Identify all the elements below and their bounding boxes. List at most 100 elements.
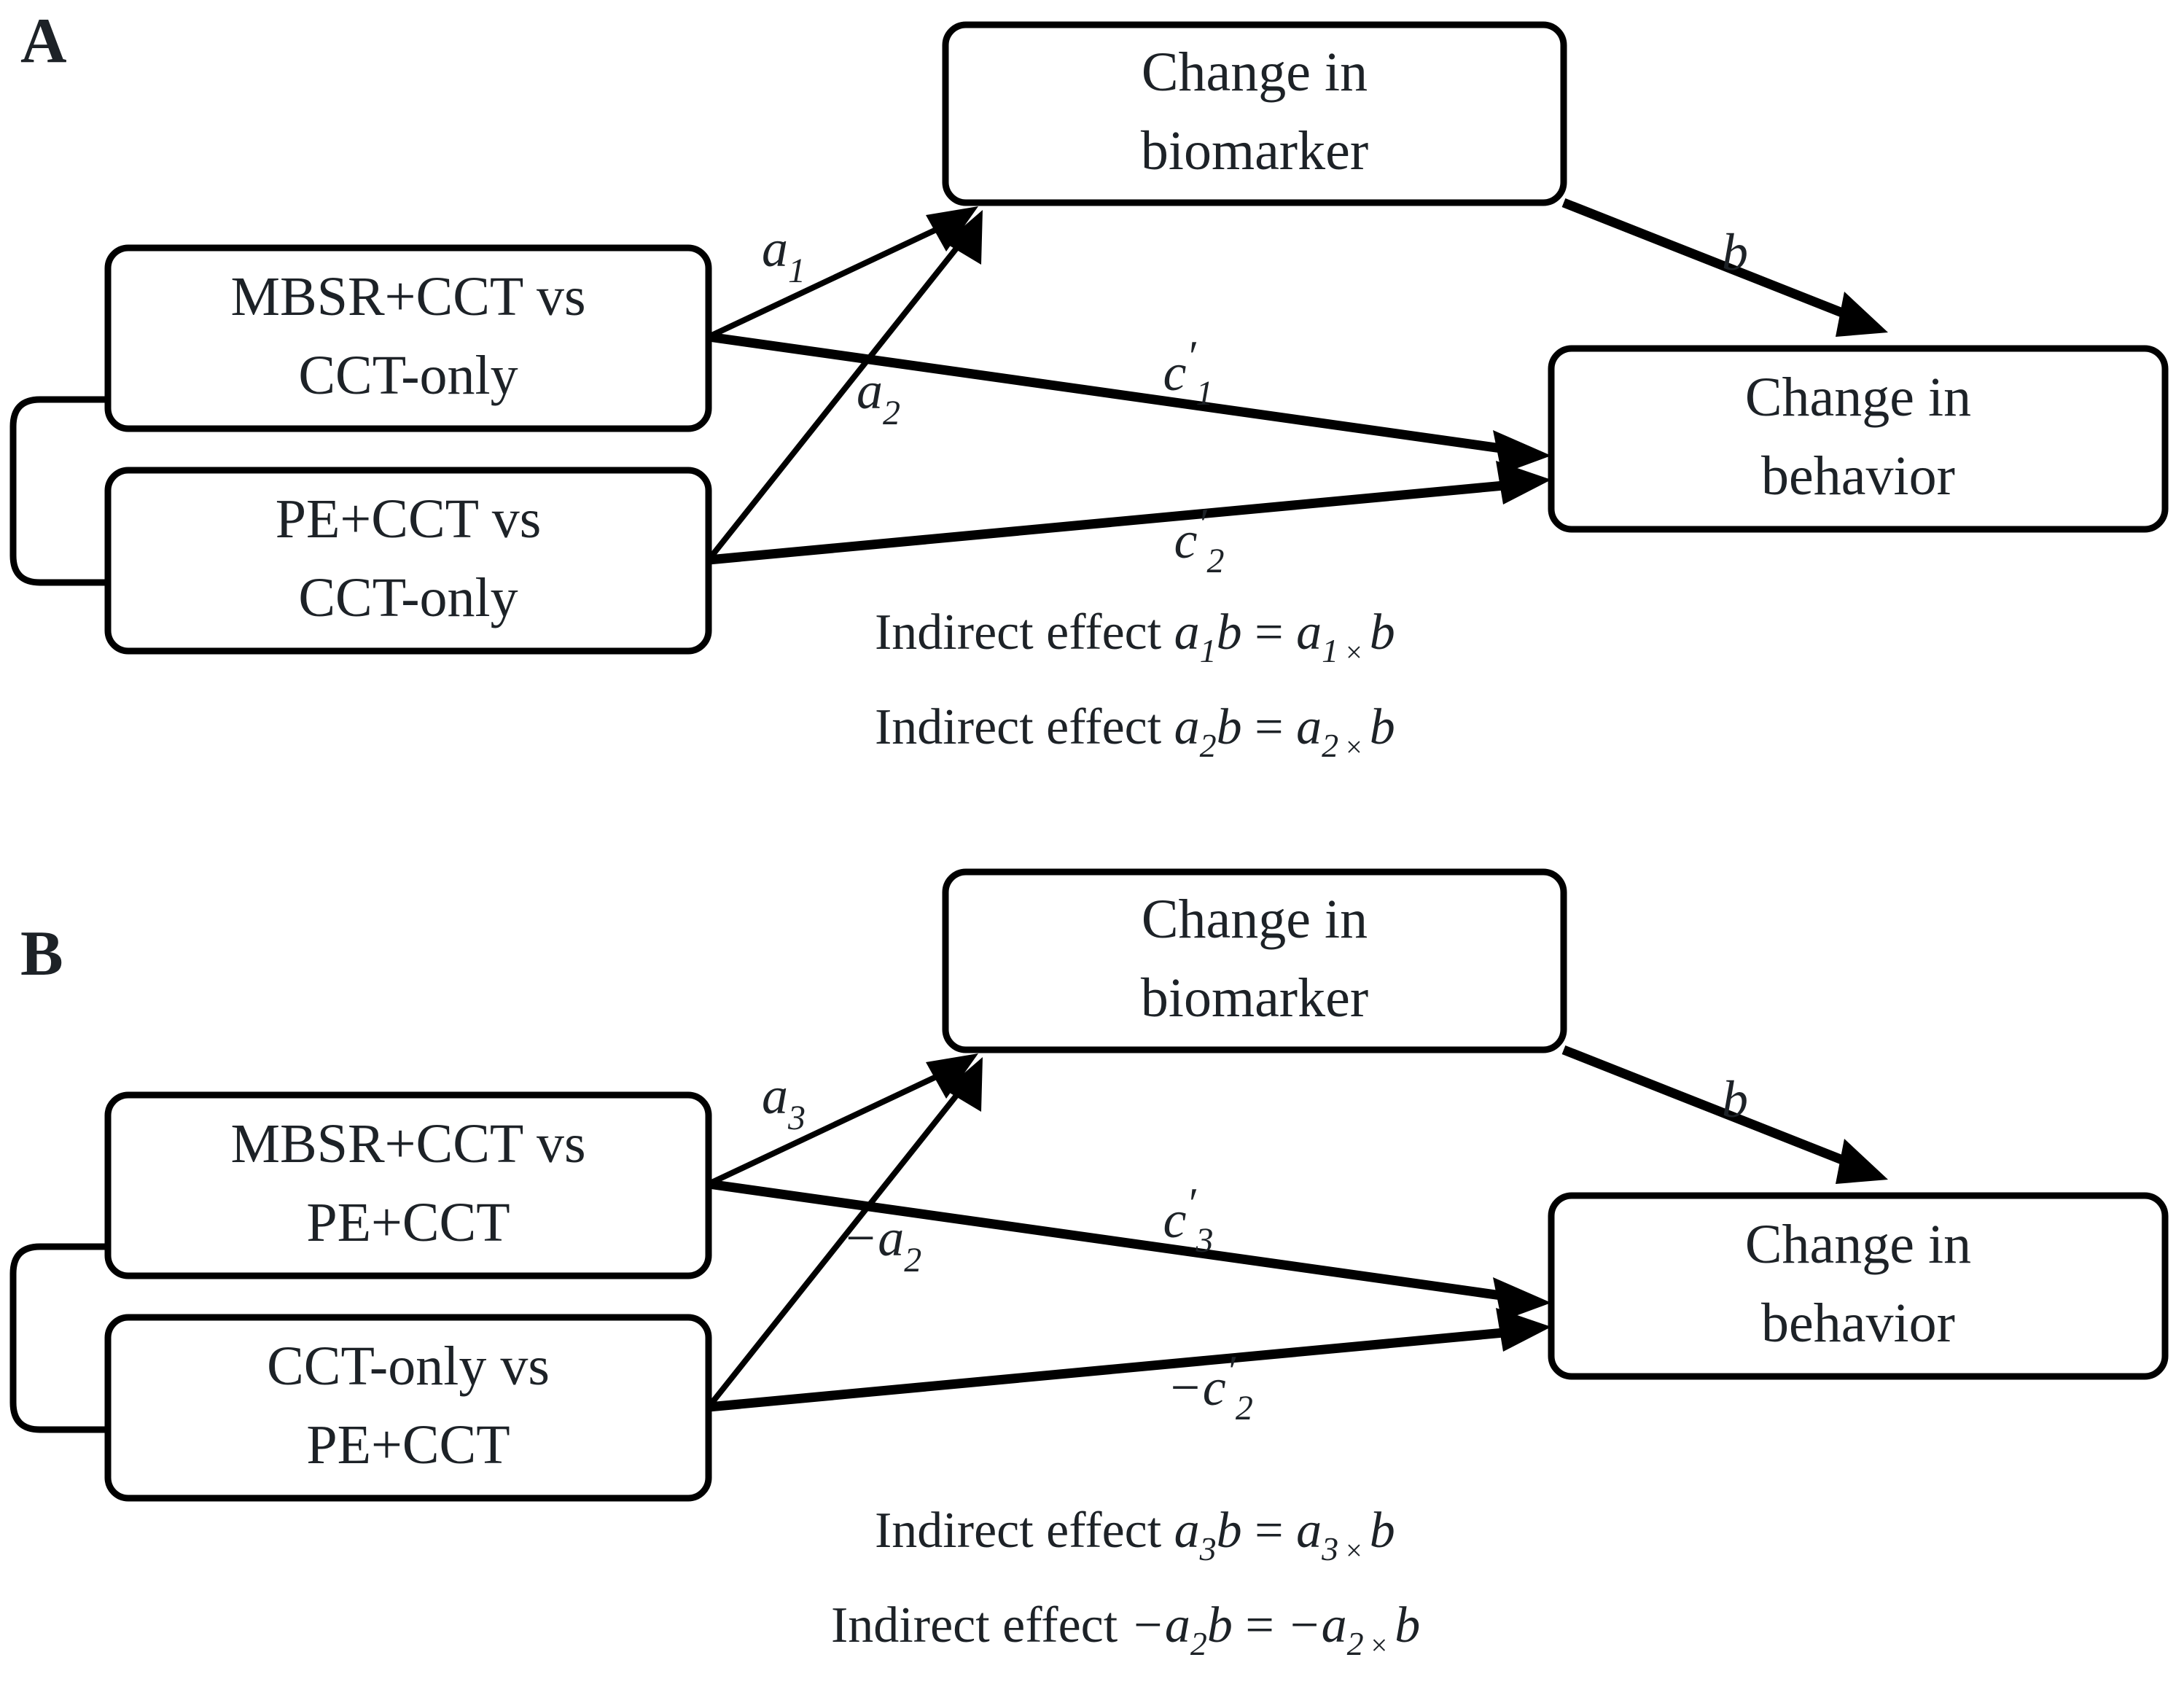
panel-a-letter: A bbox=[20, 6, 67, 77]
node-outcome-a-line1: Change in bbox=[1745, 367, 1971, 428]
path-arrow-c1-a bbox=[708, 332, 1551, 474]
path-label-nega2-b-minus: − bbox=[843, 1209, 878, 1267]
path-arrow-a2-a bbox=[706, 210, 983, 562]
equation-a2b-prefix: Indirect effect bbox=[875, 699, 1174, 755]
path-label-negc2-b: −c′2 bbox=[1167, 1347, 1253, 1427]
path-arrow-a1-a bbox=[707, 206, 978, 340]
equation-a3b-lhs-tail: b bbox=[1217, 1503, 1242, 1559]
path-arrow-a3-b bbox=[707, 1053, 978, 1187]
equation-a3b-lhs-base: a bbox=[1174, 1503, 1200, 1559]
equation-a3b-eq: = bbox=[1242, 1503, 1296, 1559]
svg-text:a2: a2 bbox=[857, 362, 900, 432]
equation-nega2b-lhs-base: a bbox=[1165, 1597, 1190, 1653]
path-label-a2-a: a2 bbox=[857, 362, 900, 432]
node-outcome-b-line1: Change in bbox=[1745, 1214, 1971, 1275]
path-label-nega2-b-base: a bbox=[878, 1209, 904, 1267]
path-label-a3-b: a3 bbox=[762, 1067, 806, 1137]
equation-a1b-rhs-base: a bbox=[1296, 604, 1322, 661]
equation-nega2b-prefix: Indirect effect bbox=[831, 1597, 1131, 1653]
node-mediator-b[interactable]: Change in biomarker bbox=[942, 868, 1567, 1053]
panel-a: A MBSR+CCT vs bbox=[9, 6, 2169, 764]
svg-text:a1: a1 bbox=[762, 219, 806, 290]
path-label-c3-b: c′3 bbox=[1163, 1180, 1213, 1260]
equation-a1b-lhs-base: a bbox=[1174, 604, 1200, 661]
svg-text:Indirect effect −a2b = −a2×b: Indirect effect −a2b = −a2×b bbox=[831, 1597, 1420, 1662]
path-label-c3-b-sub: 3 bbox=[1196, 1221, 1214, 1260]
path-label-a2-a-base: a bbox=[857, 362, 883, 420]
path-label-b-a-base: b bbox=[1722, 223, 1748, 281]
path-label-b-b: b bbox=[1722, 1070, 1748, 1129]
path-arrow-c3-b bbox=[708, 1179, 1551, 1321]
equation-a3b-rhs-base: a bbox=[1296, 1503, 1322, 1559]
node-outcome-b[interactable]: Change in behavior bbox=[1548, 1192, 2169, 1380]
equation-a1b-eq: = bbox=[1242, 604, 1296, 661]
panel-b: B MBSR+CCT vs bbox=[9, 868, 2169, 1662]
path-label-c3-b-base: c bbox=[1163, 1191, 1186, 1249]
path-label-c2-a-sub: 2 bbox=[1207, 542, 1225, 580]
path-label-a1-a: a1 bbox=[762, 219, 806, 290]
node-predictor-1-a-line1: MBSR+CCT vs bbox=[230, 266, 585, 327]
equation-a2b-lhs-sub: 2 bbox=[1200, 727, 1217, 764]
equation-a1b-lhs-tail: b bbox=[1217, 604, 1242, 661]
svg-text:−c′2: −c′2 bbox=[1167, 1347, 1253, 1427]
node-predictor-1-b-line2: PE+CCT bbox=[306, 1192, 510, 1253]
node-outcome-a-line2: behavior bbox=[1761, 445, 1955, 507]
equation-nega2b-lhs-sub: 2 bbox=[1190, 1625, 1207, 1662]
equation-nega2b-eq: = bbox=[1233, 1597, 1287, 1653]
predictor-correlation-bracket-b bbox=[9, 1243, 109, 1433]
path-label-a1-a-base: a bbox=[762, 219, 788, 278]
equation-a2b-lhs-tail: b bbox=[1217, 699, 1242, 755]
path-label-negc2-b-sub: 2 bbox=[1236, 1389, 1253, 1427]
equation-nega2b-lhs-neg: − bbox=[1131, 1597, 1165, 1653]
svg-text:−a2: −a2 bbox=[843, 1209, 922, 1279]
path-label-a2-a-sub: 2 bbox=[883, 394, 900, 432]
node-predictor-1-a-line2: CCT-only bbox=[298, 345, 518, 406]
node-mediator-b-line2: biomarker bbox=[1141, 967, 1368, 1029]
equation-a1b-rhs-tail: b bbox=[1370, 604, 1395, 661]
svg-text:c′3: c′3 bbox=[1163, 1180, 1213, 1260]
node-mediator-b-line1: Change in bbox=[1142, 889, 1368, 950]
path-label-c2-a: c′2 bbox=[1174, 500, 1224, 580]
svg-text:Indirect effect a1b = a1×b: Indirect effect a1b = a1×b bbox=[875, 604, 1395, 669]
equation-a2b-rhs-tail: b bbox=[1370, 699, 1395, 755]
equation-a1b-prefix: Indirect effect bbox=[875, 604, 1174, 661]
panel-b-letter: B bbox=[20, 919, 63, 989]
equation-a2b: Indirect effect a2b = a2×b bbox=[875, 699, 1395, 764]
node-predictor-1-a[interactable]: MBSR+CCT vs CCT-only bbox=[104, 244, 712, 432]
svg-text:Indirect effect a3b = a3×b: Indirect effect a3b = a3×b bbox=[875, 1503, 1395, 1567]
path-arrow-c2-a bbox=[708, 461, 1551, 565]
node-predictor-2-a-line2: CCT-only bbox=[298, 567, 518, 628]
path-label-c1-a-base: c bbox=[1163, 343, 1186, 402]
equation-nega2b-rhs-base: a bbox=[1322, 1597, 1347, 1653]
equation-a1b: Indirect effect a1b = a1×b bbox=[875, 604, 1395, 669]
node-predictor-2-a-line1: PE+CCT vs bbox=[276, 488, 542, 550]
path-arrow-nega2-b bbox=[706, 1057, 983, 1409]
node-predictor-2-a[interactable]: PE+CCT vs CCT-only bbox=[104, 467, 712, 655]
equation-a2b-eq: = bbox=[1242, 699, 1296, 755]
equation-a1b-rhs-sub: 1 bbox=[1322, 632, 1338, 669]
node-predictor-2-b[interactable]: CCT-only vs PE+CCT bbox=[104, 1314, 712, 1502]
predictor-correlation-bracket-a bbox=[9, 396, 109, 586]
path-label-c1-a-sub: 1 bbox=[1196, 374, 1214, 413]
path-arrow-b-a bbox=[1561, 198, 1888, 337]
svg-text:c′1: c′1 bbox=[1163, 332, 1213, 413]
node-predictor-1-b-line1: MBSR+CCT vs bbox=[230, 1113, 585, 1174]
path-label-nega2-b-sub: 2 bbox=[904, 1241, 921, 1279]
equation-a3b-lhs-sub: 3 bbox=[1199, 1530, 1217, 1567]
path-arrow-b-b bbox=[1561, 1045, 1888, 1184]
path-label-negc2-b-base: c bbox=[1203, 1358, 1226, 1417]
node-mediator-a[interactable]: Change in biomarker bbox=[942, 21, 1567, 206]
path-label-nega2-b: −a2 bbox=[843, 1209, 922, 1279]
equation-nega2b-rhs-tail: b bbox=[1395, 1597, 1420, 1653]
equation-nega2b-times: × bbox=[1371, 1629, 1388, 1661]
node-predictor-1-b[interactable]: MBSR+CCT vs PE+CCT bbox=[104, 1091, 712, 1279]
node-outcome-a[interactable]: Change in behavior bbox=[1548, 345, 2169, 533]
equation-nega2b-rhs-sub: 2 bbox=[1347, 1625, 1364, 1662]
equation-a3b-prefix: Indirect effect bbox=[875, 1503, 1174, 1559]
equation-nega2b-rhs-neg: − bbox=[1287, 1597, 1321, 1653]
path-label-b-b-base: b bbox=[1722, 1070, 1748, 1129]
node-mediator-a-line1: Change in bbox=[1142, 42, 1368, 103]
path-label-a1-a-sub: 1 bbox=[788, 252, 806, 290]
svg-text:Indirect effect a2b = a2×b: Indirect effect a2b = a2×b bbox=[875, 699, 1395, 764]
svg-text:c′2: c′2 bbox=[1174, 500, 1224, 580]
